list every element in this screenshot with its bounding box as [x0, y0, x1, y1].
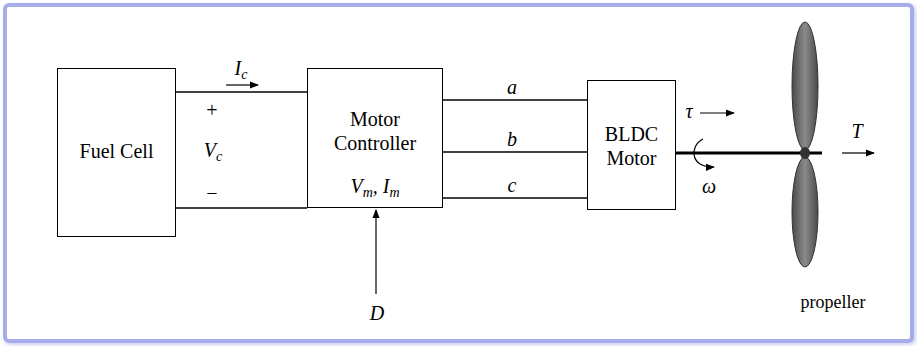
- wire-label: a: [507, 75, 517, 99]
- part-name: propeller: [801, 290, 866, 314]
- phase-wire: [443, 99, 587, 100]
- process-box: Motor ControllerVm, Im: [307, 68, 443, 208]
- box-title: Motor Controller: [312, 107, 438, 155]
- duty-input-arrow: [375, 210, 376, 294]
- thrust-arrow: [842, 152, 874, 153]
- thrust-symbol: T: [851, 119, 862, 143]
- power-wire: [176, 91, 307, 92]
- phase-wire: [443, 197, 587, 198]
- wire-label: b: [507, 127, 517, 151]
- process-box: Fuel Cell: [57, 68, 176, 237]
- torque-arrow: [700, 112, 734, 113]
- propeller-blade: [792, 22, 818, 150]
- box-title: Fuel Cell: [80, 139, 154, 163]
- current-arrow: [226, 84, 258, 85]
- rotation-arrow: [694, 139, 714, 167]
- voltage-symbol: Vc: [204, 138, 222, 162]
- signal-name: Vm, Im: [350, 174, 399, 198]
- speed-symbol: ω: [702, 174, 716, 198]
- propeller-blade: [792, 157, 818, 267]
- box-title: BLDC Motor: [592, 122, 671, 170]
- phase-wire: [443, 151, 587, 152]
- propeller-hub: [800, 147, 810, 159]
- polarity-sign: −: [206, 181, 217, 205]
- wire-label: c: [508, 173, 517, 197]
- power-wire: [176, 207, 307, 208]
- current-symbol: Ic: [235, 56, 248, 80]
- process-box: BLDC Motor: [587, 80, 676, 210]
- torque-symbol: τ: [685, 99, 692, 123]
- duty-symbol: D: [370, 301, 384, 325]
- polarity-sign: +: [206, 98, 217, 122]
